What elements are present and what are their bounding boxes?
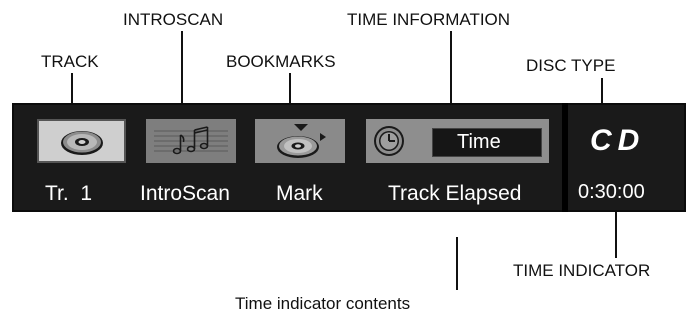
time-indicator-value: 0:30:00 — [578, 181, 645, 203]
disc-type-logo-text: CD — [590, 124, 646, 157]
disc-type-logo: CD — [590, 126, 664, 158]
track-number-readout: Tr. 1 — [45, 182, 93, 205]
callout-disc-type: DISC TYPE — [526, 56, 616, 75]
time-mode-box: Time — [432, 128, 542, 157]
clock-icon — [372, 124, 406, 158]
leader-line-introscan — [181, 31, 183, 121]
callout-introscan: INTROSCAN — [123, 10, 224, 29]
callout-time-indicator-contents: Time indicator contents — [235, 294, 411, 313]
music-notes-icon — [152, 123, 230, 159]
time-mode-label: Time — [457, 131, 501, 153]
leader-line-time-indicator-contents — [456, 237, 458, 290]
leader-line-bookmarks — [289, 73, 291, 116]
introscan-button[interactable] — [146, 119, 236, 163]
track-button[interactable] — [37, 119, 126, 163]
callout-time-information: TIME INFORMATION — [347, 10, 511, 29]
disc-bookmark-icon — [274, 121, 328, 161]
leader-line-disc-type — [601, 78, 603, 118]
bookmarks-button[interactable] — [255, 119, 345, 163]
callout-track: TRACK — [41, 52, 99, 71]
leader-line-track — [71, 73, 73, 124]
panel-divider — [562, 103, 568, 212]
time-information-button[interactable]: Time — [366, 119, 549, 163]
disc-icon — [58, 127, 106, 157]
time-mode-readout: Track Elapsed — [388, 182, 522, 205]
introscan-readout: IntroScan — [140, 182, 230, 205]
leader-line-time-information — [450, 31, 452, 121]
leader-line-time-indicator — [615, 212, 617, 258]
callout-time-indicator: TIME INDICATOR — [513, 261, 651, 280]
mark-readout: Mark — [276, 182, 323, 205]
callout-bookmarks: BOOKMARKS — [226, 52, 336, 71]
